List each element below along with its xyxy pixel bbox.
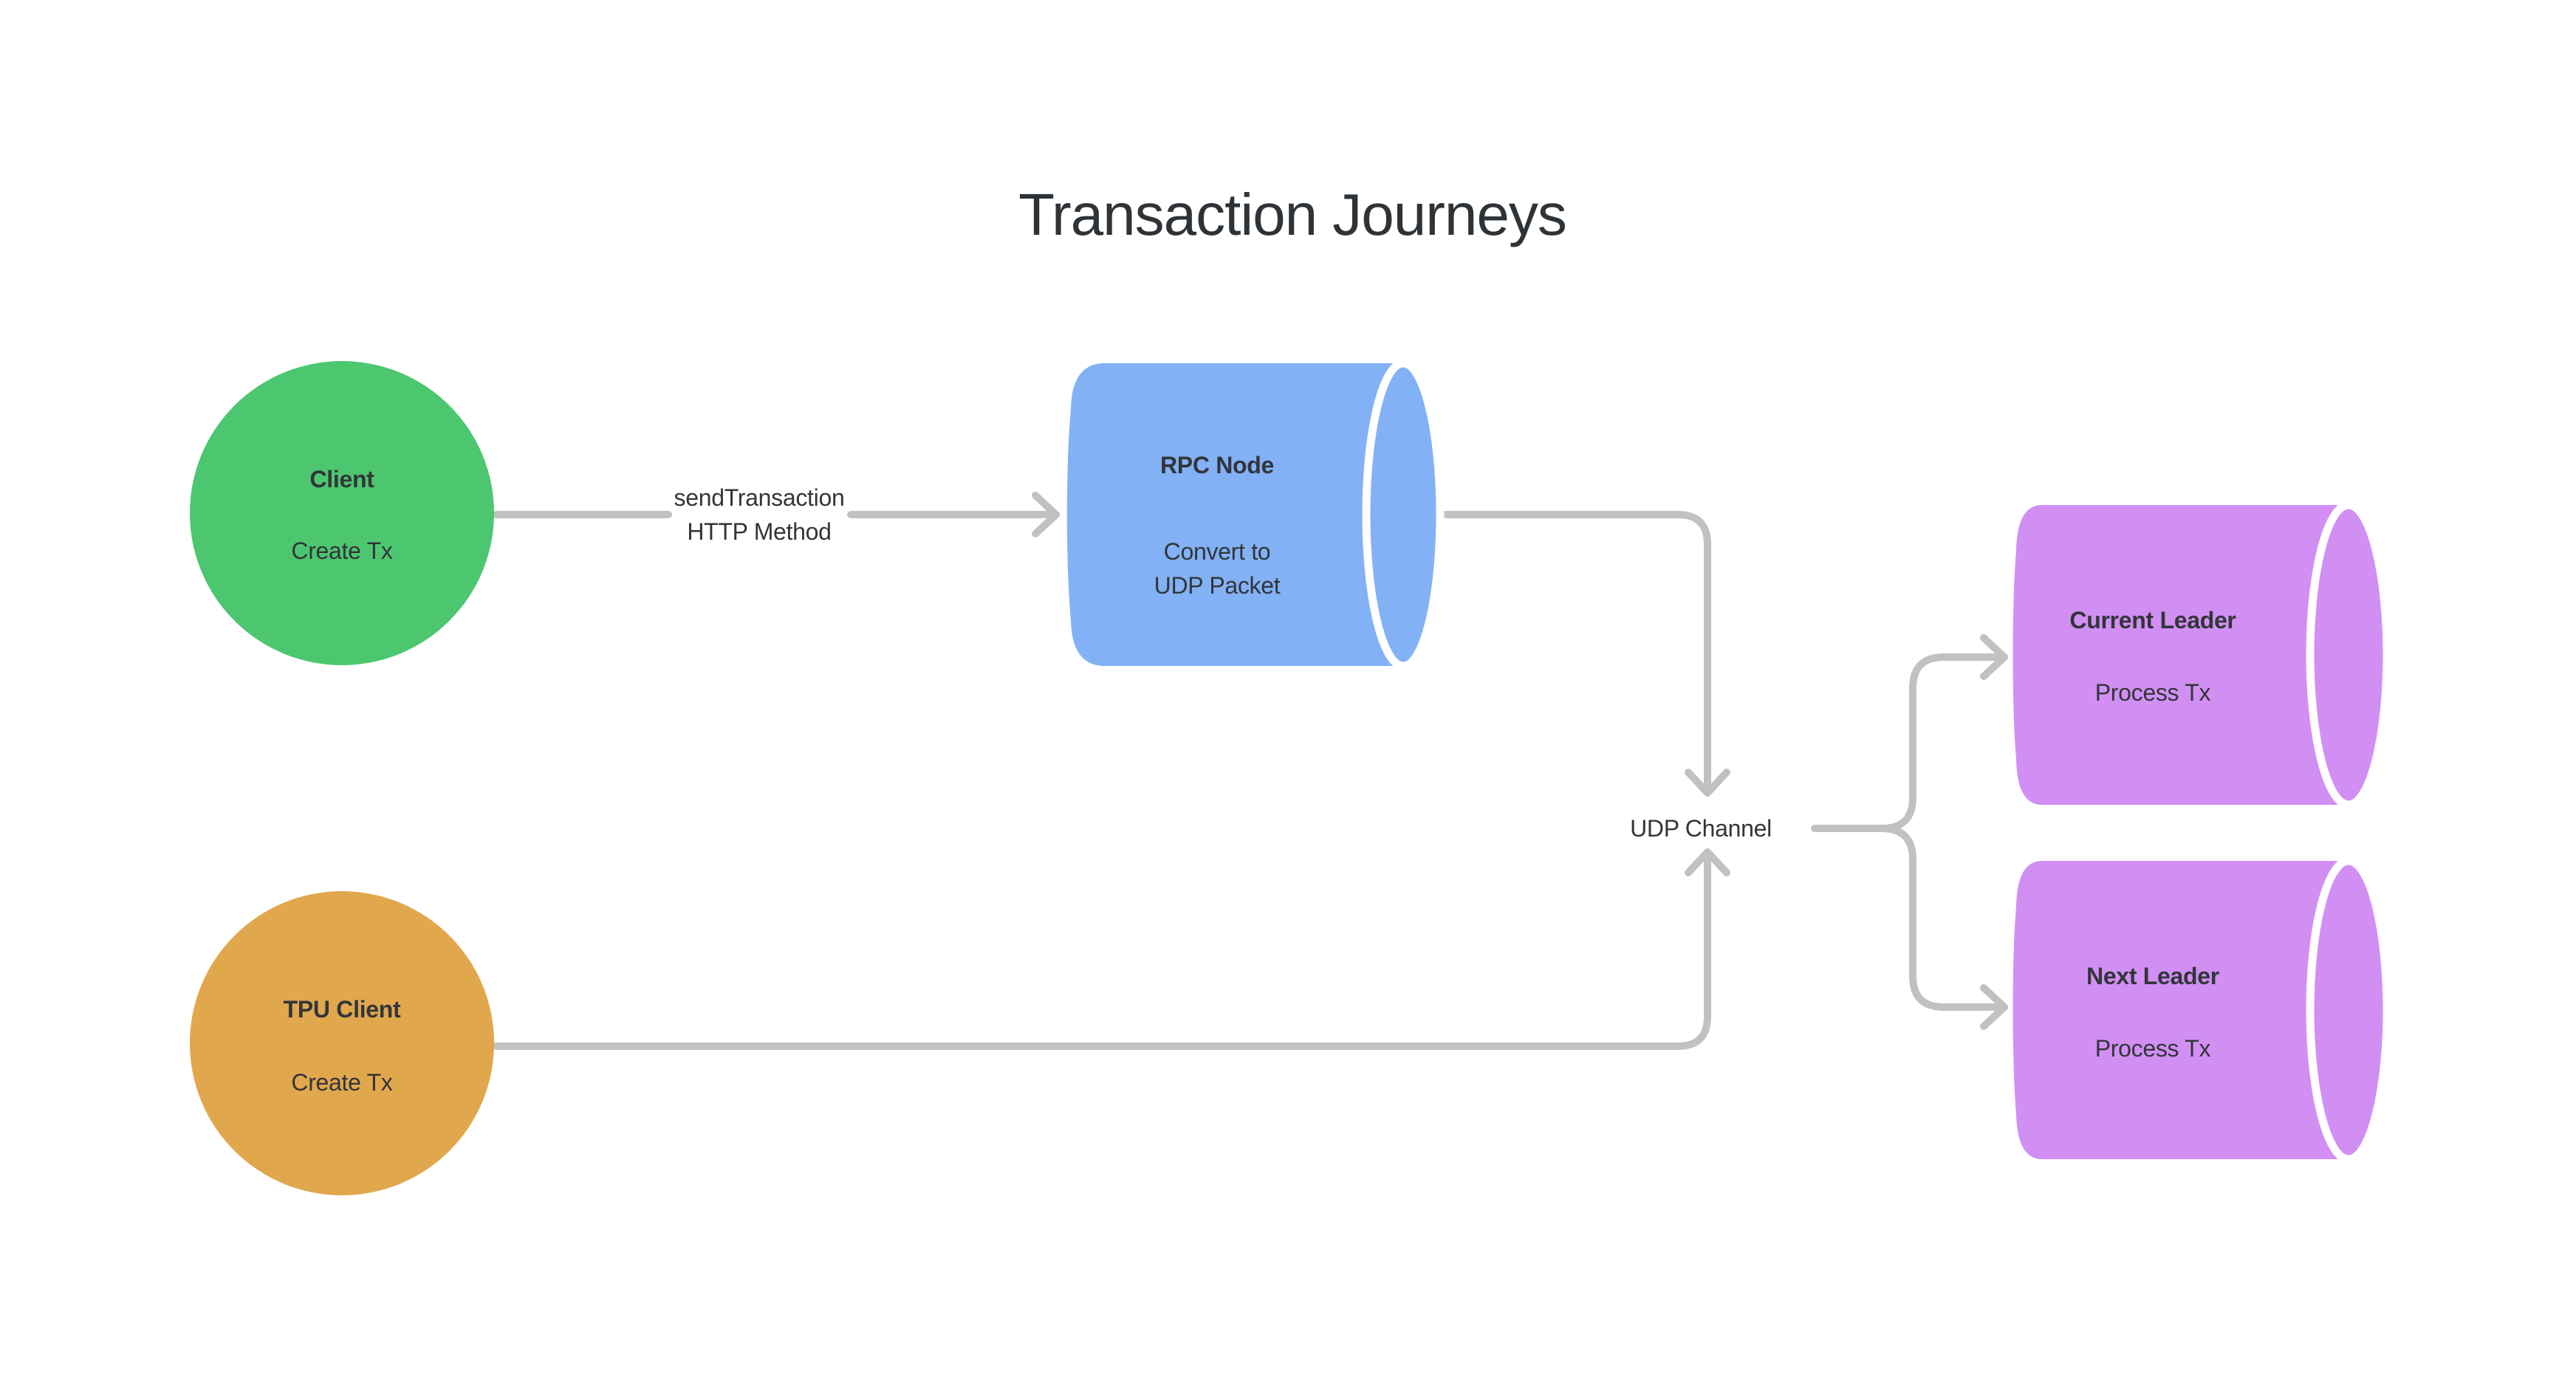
arrowhead-right-icon [1980,984,2008,1030]
current-leader-subtitle: Process Tx [2094,679,2211,706]
diagram-title: Transaction Journeys [1018,182,1567,247]
tpu-client-title: TPU Client [283,996,401,1023]
tpu-client-subtitle: Create Tx [291,1069,393,1096]
client-subtitle: Create Tx [291,537,393,564]
node-tpu-client-circle[interactable] [190,891,494,1195]
node-rpc-node-cylinder[interactable] [1066,359,1445,670]
rpc-node-title: RPC Node [1159,452,1275,478]
next-leader-subtitle: Process Tx [2094,1035,2211,1062]
client-title: Client [309,466,374,492]
node-next-leader-cylinder[interactable] [2012,856,2391,1164]
edge-tpu-to-udp-channel[interactable] [493,848,1711,1050]
arrowhead-down-icon [1685,769,1730,797]
rpc-node-cylinder-body[interactable] [1066,363,1403,666]
edge-label-udp-channel: UDP Channel [1630,815,1772,842]
current-leader-cylinder-cap[interactable] [2306,501,2391,809]
node-client-circle[interactable] [190,361,494,665]
connector-group [493,492,2008,1050]
next-leader-cylinder-body[interactable] [2012,861,2349,1159]
current-leader-cylinder-body[interactable] [2012,505,2349,805]
rpc-node-subtitle: Convert to UDP Packet [1154,538,1281,599]
node-current-leader-cylinder[interactable] [2012,501,2391,809]
edge-rpc-to-udp-channel[interactable] [1442,511,1711,797]
arrowhead-up-icon [1685,848,1730,876]
edge-udp-to-next-leader[interactable] [1878,825,2008,1011]
edge-udp-to-current-leader[interactable] [1878,653,2008,832]
edge-label-send-transaction: sendTransaction HTTP Method [674,484,845,545]
rpc-node-cylinder-cap[interactable] [1362,359,1445,670]
arrowhead-right-icon [1032,492,1060,537]
next-leader-cylinder-cap[interactable] [2306,856,2391,1164]
arrowhead-right-icon [1980,634,2008,680]
current-leader-title: Current Leader [2069,607,2236,633]
next-leader-title: Next Leader [2086,963,2219,989]
